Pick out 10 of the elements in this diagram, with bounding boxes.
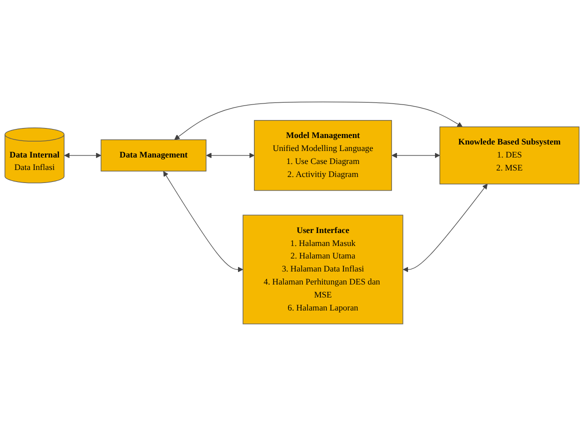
node-box: User Interface 1. Halaman Masuk 2. Halaman Utama 3. Halaman Data Inflasi 4. Halaman Perhitungan DES dan MSE 6. Halaman Laporan <box>242 214 404 324</box>
arrow <box>163 171 244 272</box>
node-box: Model Management Unified Modelling Language 1. Use Case Diagram 2. Activitiy Diagram <box>254 120 392 191</box>
arrow <box>174 102 463 140</box>
node-box: Data Management <box>100 140 206 172</box>
arrow <box>392 152 440 158</box>
arrow <box>402 184 488 272</box>
arrow <box>64 152 102 158</box>
arrow <box>206 152 255 158</box>
node-box: Knowlede Based Subsystem 1. DES 2. MSE <box>439 126 580 184</box>
